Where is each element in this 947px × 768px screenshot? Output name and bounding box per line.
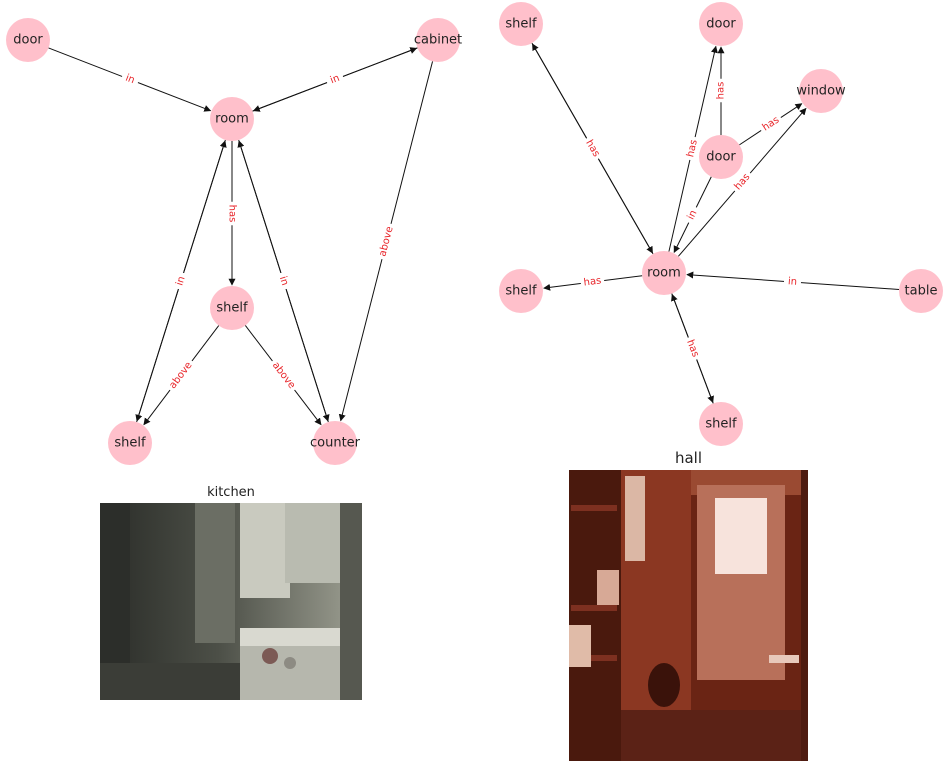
hall-node-label-shelf_top: shelf <box>505 17 537 32</box>
hall-edge-label-bg <box>683 204 702 226</box>
hall-edge-label-bg <box>783 275 802 289</box>
hall-edge-label: has <box>685 139 700 159</box>
hall-node-door_mid <box>699 135 743 179</box>
kitchen-node-room <box>210 97 254 141</box>
hall-edge-label: in <box>686 208 700 221</box>
hall-caption: hall <box>674 449 703 467</box>
kitchen-edge-label-bg <box>376 222 397 261</box>
kitchen-edge-label-bg <box>119 70 141 89</box>
hall-edge-label-bg <box>684 135 701 162</box>
kitchen-node-label-shelf_low: shelf <box>114 436 146 451</box>
kitchen-photo <box>100 503 362 700</box>
hall-node-label-door_mid: door <box>706 150 736 165</box>
nodes-layer: door cabinet room shelf shelf counter shelf doo… <box>6 2 943 465</box>
kitchen-edge-label-bg <box>226 201 238 226</box>
hall-edge-label: has <box>716 82 727 100</box>
hall-node-label-door_top: door <box>706 17 736 32</box>
hall-node-door_top <box>699 2 743 46</box>
kitchen-edge-label: in <box>124 73 136 87</box>
edges-layer <box>48 42 900 426</box>
hall-node-shelf_bottom <box>699 402 743 446</box>
hall-node-label-shelf_left: shelf <box>505 284 537 299</box>
kitchen-edge-label: above <box>377 225 395 257</box>
hall-node-table <box>899 269 943 313</box>
hall-node-room <box>642 251 686 295</box>
hall-edge-label-bg <box>581 135 604 162</box>
hall-edge-label: has <box>583 275 602 288</box>
kitchen-edge-label: in <box>174 275 187 287</box>
hall-photo <box>569 470 808 761</box>
kitchen-node-label-shelf_mid: shelf <box>216 301 248 316</box>
kitchen-node-cabinet <box>416 18 460 62</box>
hall-edge-label-bg <box>715 78 727 103</box>
hall-node-shelf_top <box>499 2 543 46</box>
kitchen-edge-label: above <box>270 360 297 391</box>
kitchen-edge-label-bg <box>324 70 346 89</box>
hall-node-window <box>799 69 843 113</box>
kitchen-node-label-door: door <box>13 33 43 48</box>
kitchen-node-shelf_mid <box>210 286 254 330</box>
kitchen-edge-label-bg <box>267 357 300 394</box>
kitchen-node-label-counter: counter <box>310 436 361 451</box>
kitchen-node-door <box>6 18 50 62</box>
hall-edge-label-bg <box>580 274 605 290</box>
kitchen-edge-label-bg <box>275 271 292 291</box>
hall-node-label-room: room <box>647 266 681 281</box>
hall-node-label-window: window <box>796 84 846 99</box>
kitchen-node-label-cabinet: cabinet <box>414 33 462 48</box>
hall-edge-label: has <box>684 338 701 358</box>
hall-edge-label-bg <box>730 169 755 195</box>
hall-edge-label-bg <box>757 112 785 136</box>
kitchen-edge-label-bg <box>172 271 190 291</box>
kitchen-edge-label: in <box>329 73 341 87</box>
hall-node-shelf_left <box>499 269 543 313</box>
kitchen-edge-label-bg <box>165 357 197 394</box>
hall-node-label-shelf_bottom: shelf <box>705 417 737 432</box>
kitchen-edge-label: in <box>277 275 290 287</box>
kitchen-edge-label: above <box>167 360 194 391</box>
kitchen-node-label-room: room <box>215 112 249 127</box>
hall-edge-label-bg <box>682 335 703 362</box>
kitchen-node-counter <box>313 421 357 465</box>
hall-node-label-table: table <box>905 284 938 299</box>
kitchen-caption: kitchen <box>207 485 255 500</box>
hall-edge-label: in <box>788 276 798 288</box>
kitchen-node-shelf_low <box>108 421 152 465</box>
kitchen-edge-label: has <box>227 205 238 223</box>
